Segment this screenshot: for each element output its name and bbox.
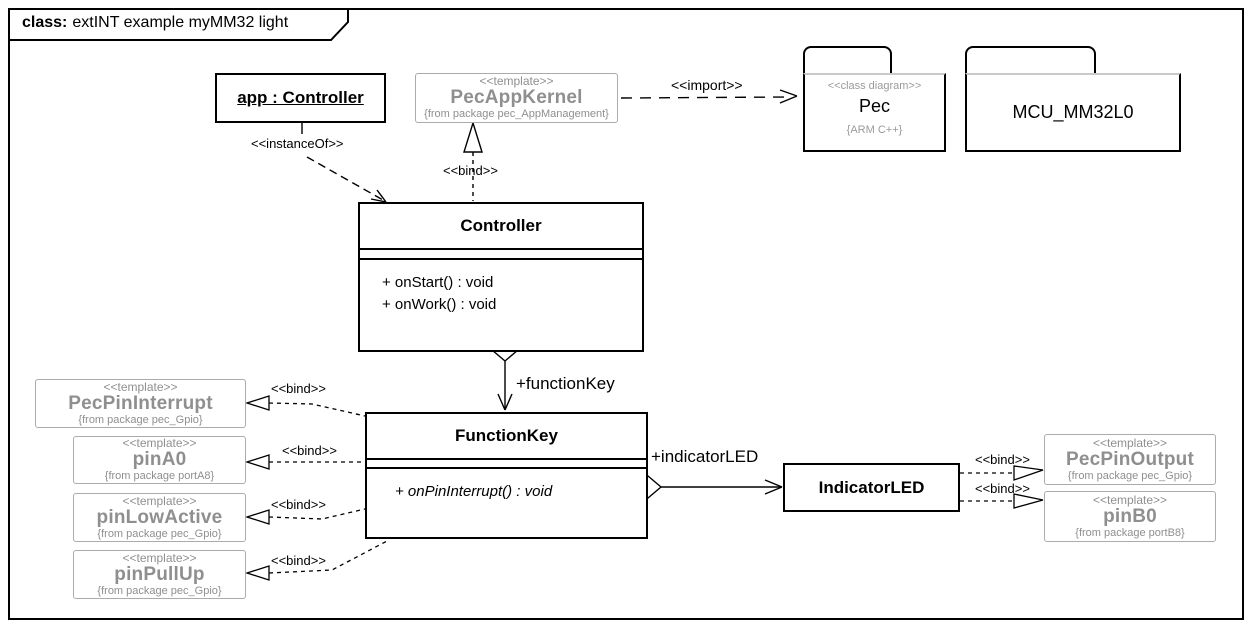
- from-package-label: {from package portA8}: [104, 470, 215, 482]
- attributes-compartment: [360, 250, 642, 260]
- edge-label-import: <<import>>: [671, 77, 743, 93]
- from-package-label: {from package pec_Gpio}: [1067, 469, 1193, 482]
- edge-label-instanceof: <<instanceOf>>: [251, 136, 344, 151]
- edge-label-bind-pinlowactive: <<bind>>: [271, 497, 326, 512]
- from-package-label: {from package pec_Gpio}: [97, 527, 222, 540]
- diagram-title: class:extINT example myMM32 light: [22, 14, 288, 32]
- edge-label-bind-pecpinoutput: <<bind>>: [975, 452, 1030, 467]
- template-name: pinB0: [1103, 505, 1157, 527]
- stereotype-label: <<template>>: [122, 550, 197, 565]
- edge-label-bind-pinb0: <<bind>>: [975, 481, 1030, 496]
- class-title: IndicatorLED: [818, 477, 925, 497]
- package-pec-body: <<class diagram>> Pec {ARM C++}: [803, 73, 946, 152]
- class-title: Controller: [360, 204, 642, 250]
- operation: + onWork() : void: [382, 296, 497, 313]
- template-pina0[interactable]: <<template>> pinA0 {from package portA8}: [73, 436, 246, 484]
- template-pinlowactive[interactable]: <<template>> pinLowActive {from package …: [73, 493, 246, 542]
- package-mcu-body: MCU_MM32L0: [965, 73, 1181, 152]
- package-pec-tab: [803, 46, 892, 75]
- diagram-frame: [8, 8, 1244, 620]
- class-controller[interactable]: Controller + onStart() : void + onWork()…: [358, 202, 644, 352]
- attributes-compartment: [367, 460, 646, 469]
- edge-label-bind-pina0: <<bind>>: [282, 443, 337, 458]
- stereotype-label: <<template>>: [1092, 435, 1168, 450]
- from-package-label: {from package pec_AppManagement}: [424, 108, 609, 120]
- class-indicatorled[interactable]: IndicatorLED: [783, 463, 960, 512]
- operations-compartment: + onStart() : void + onWork() : void: [360, 260, 642, 316]
- stereotype-label: <<class diagram>>: [827, 80, 922, 92]
- template-name: pinPullUp: [114, 563, 205, 585]
- edge-label-bind-kernel: <<bind>>: [443, 163, 498, 178]
- edge-label-bind-pecpininterrupt: <<bind>>: [271, 381, 326, 396]
- package-tag: {ARM C++}: [846, 124, 903, 136]
- from-package-label: {from package pec_Gpio}: [78, 413, 203, 426]
- template-name: pinLowActive: [96, 506, 223, 528]
- template-pinpullup[interactable]: <<template>> pinPullUp {from package pec…: [73, 550, 246, 599]
- template-name: pinA0: [132, 449, 187, 470]
- object-app-controller[interactable]: app : Controller: [215, 73, 386, 123]
- template-pecpinoutput[interactable]: <<template>> PecPinOutput {from package …: [1044, 434, 1216, 485]
- edge-label-bind-pinpullup: <<bind>>: [271, 553, 326, 568]
- stereotype-label: <<template>>: [103, 379, 178, 394]
- object-app-label: app : Controller: [237, 88, 364, 107]
- diagram-title-keyword: class:: [22, 14, 68, 31]
- class-title: FunctionKey: [367, 414, 646, 460]
- class-functionkey[interactable]: FunctionKey + onPinInterrupt() : void: [365, 412, 648, 539]
- template-name: PecPinInterrupt: [68, 392, 213, 414]
- template-pecpininterrupt[interactable]: <<template>> PecPinInterrupt {from packa…: [35, 379, 246, 428]
- stereotype-label: <<template>>: [479, 74, 554, 88]
- from-package-label: {from package portB8}: [1075, 526, 1185, 539]
- template-pecappkernel[interactable]: <<template>> PecAppKernel {from package …: [415, 73, 618, 123]
- operation: + onPinInterrupt() : void: [395, 483, 553, 500]
- diagram-title-text: extINT example myMM32 light: [72, 14, 289, 31]
- template-name: PecAppKernel: [450, 87, 583, 108]
- package-mcu-tab: [965, 46, 1096, 75]
- template-name: PecPinOutput: [1065, 448, 1194, 470]
- edge-label-indicatorled: +indicatorLED: [651, 447, 759, 466]
- stereotype-label: <<template>>: [122, 493, 197, 508]
- operation: + onStart() : void: [382, 274, 494, 291]
- stereotype-label: <<template>>: [1092, 492, 1168, 507]
- edge-label-functionkey: +functionKey: [516, 374, 615, 393]
- package-name: Pec: [858, 96, 891, 116]
- package-name: MCU_MM32L0: [1012, 102, 1134, 122]
- template-pinb0[interactable]: <<template>> pinB0 {from package portB8}: [1044, 491, 1216, 542]
- from-package-label: {from package pec_Gpio}: [97, 584, 222, 597]
- operations-compartment: + onPinInterrupt() : void: [367, 469, 646, 503]
- stereotype-label: <<template>>: [122, 436, 197, 450]
